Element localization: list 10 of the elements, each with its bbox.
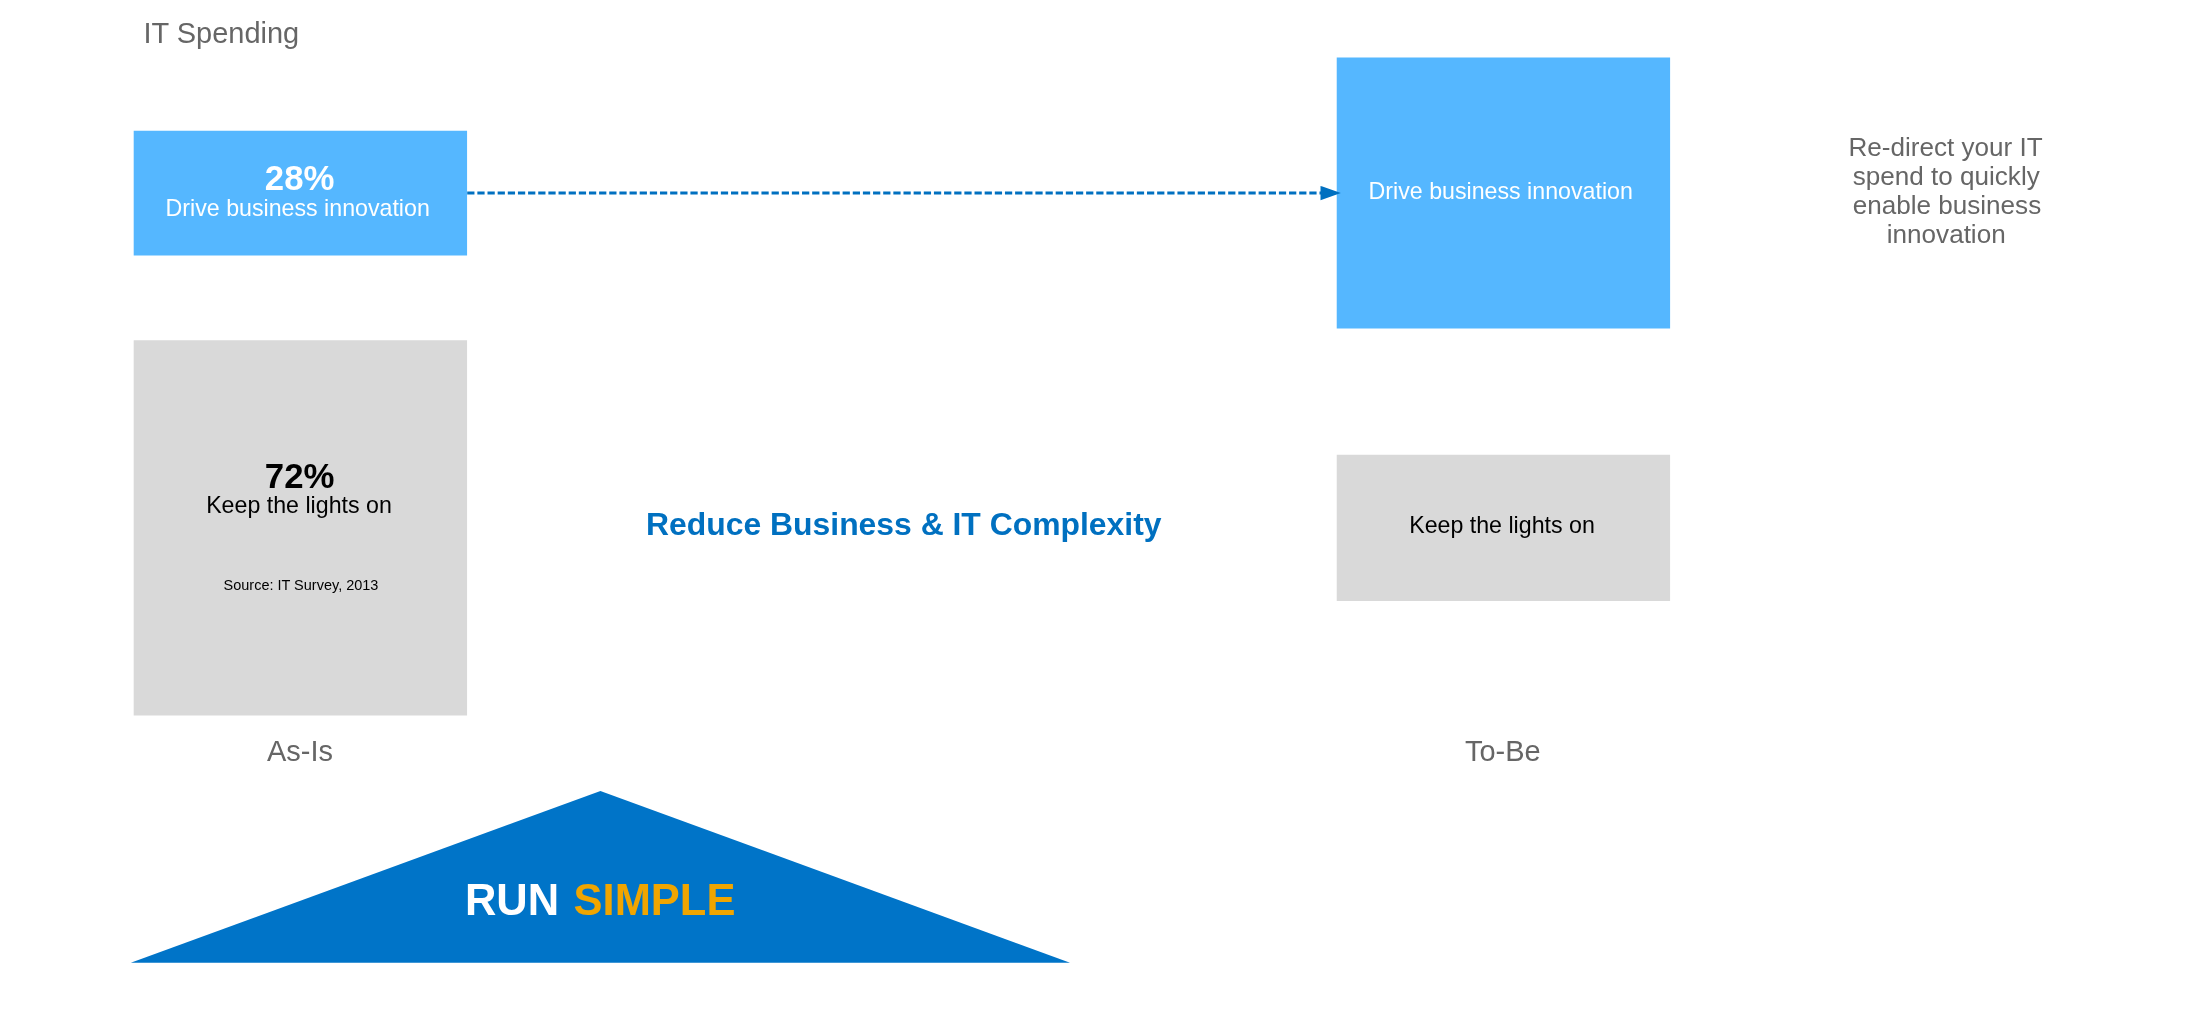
label: As-Is (267, 734, 334, 767)
diagram-title: IT Spending (143, 17, 300, 50)
arrow (467, 185, 1341, 201)
label: To-Be (1465, 734, 1541, 767)
node-box: Keep the lights on (1336, 454, 1671, 602)
node-box: 28% Drive business innovation (133, 130, 468, 256)
node-box: 72% Keep the lights on Source: IT Survey, 2013 (133, 340, 468, 716)
node-box: Drive business innovation (1336, 57, 1671, 329)
label: Re-direct your IT spend to quickly enable business innovation (1848, 131, 2043, 249)
label: Reduce Business & IT Complexity (646, 505, 1162, 542)
